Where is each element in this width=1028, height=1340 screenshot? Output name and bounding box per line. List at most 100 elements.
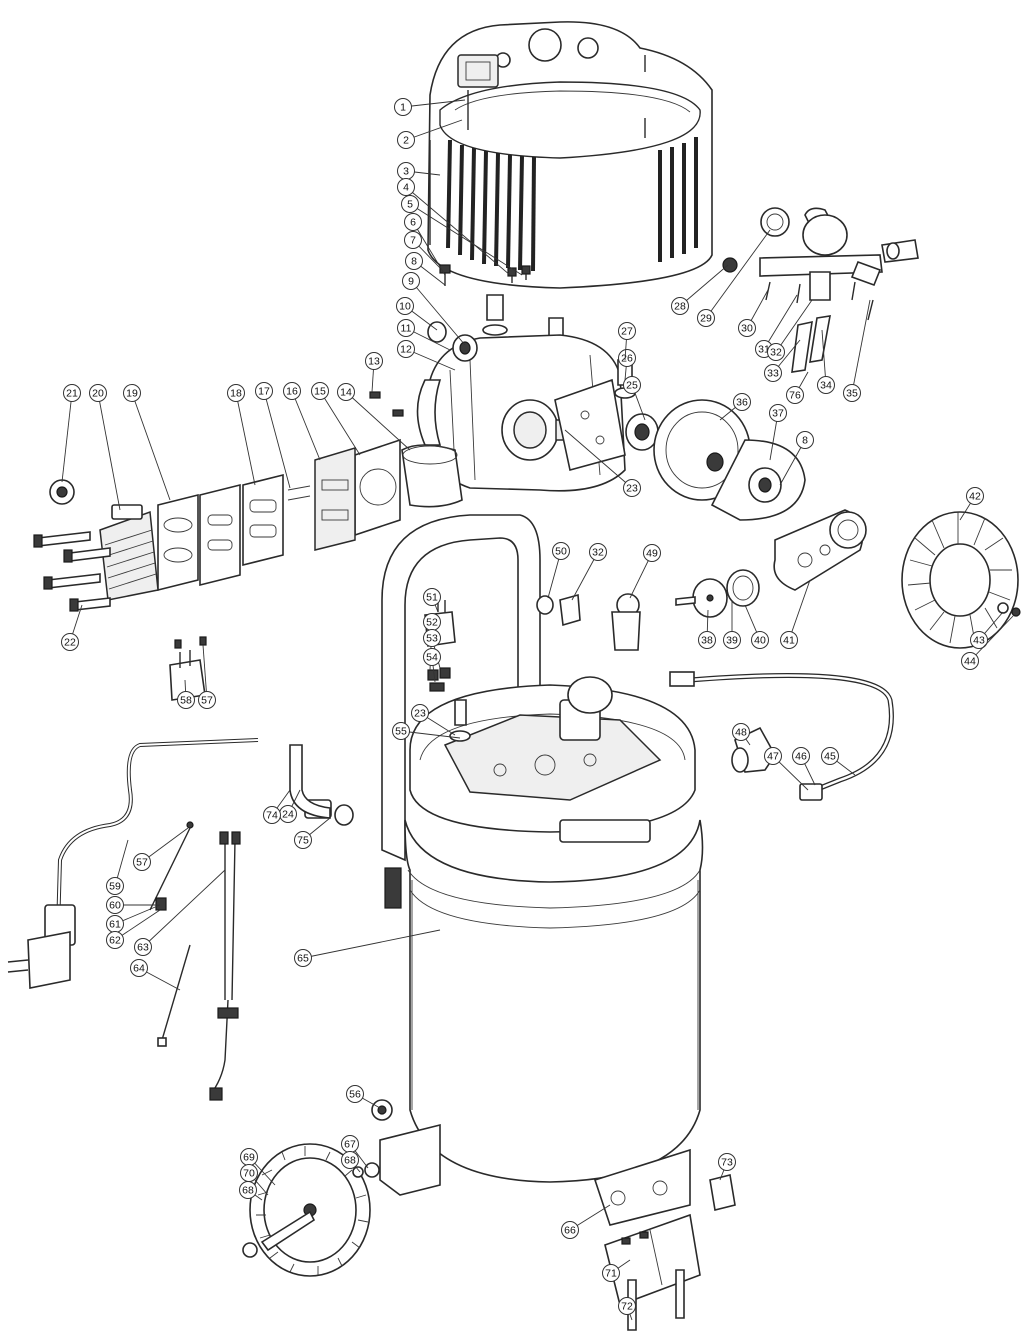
callout-54: 54 [423,648,441,683]
callout-60: 60 [106,896,160,914]
callout-63: 63 [134,869,226,956]
callout-circle [61,633,79,651]
callout-number: 46 [795,751,807,763]
callout-circle [240,1164,258,1182]
wheel [242,1143,371,1277]
callout-circle [89,384,107,402]
callout-17: 17 [255,382,291,489]
callout-circle [618,322,636,340]
callout-circle [397,178,415,196]
callout-circle [423,588,441,606]
callout-circle [738,319,756,337]
callout-33: 33 [764,339,801,382]
callout-number: 74 [266,810,278,822]
callout-6: 6 [404,213,446,276]
callout-number: 73 [721,1157,733,1169]
callout-75: 75 [294,817,331,849]
callout-72: 72 [618,1297,636,1321]
callout-number: 63 [137,942,149,954]
callout-20: 20 [89,384,121,511]
callout-number: 33 [767,368,779,380]
callout-circle [227,384,245,402]
callout-circle [106,931,124,949]
callout-number: 28 [674,301,686,313]
callout-circle [697,309,715,327]
callout-circle [623,376,641,394]
callout-40: 40 [744,604,769,649]
callout-circle [134,938,152,956]
callout-circle [63,384,81,402]
callout-leader [97,392,121,511]
callout-number: 50 [555,546,567,558]
callout-number: 57 [136,857,148,869]
callout-number: 11 [401,323,412,335]
callout-leader [345,391,411,451]
callout-leader [235,392,256,486]
callout-number: 72 [621,1301,633,1313]
callout-number: 62 [109,935,121,947]
callout-circle [294,949,312,967]
callout-number: 66 [564,1225,576,1237]
callout-number: 43 [973,635,985,647]
callout-number: 18 [230,388,242,400]
callout-14: 14 [337,383,411,451]
callout-circle [397,319,415,337]
callout-number: 71 [605,1268,617,1280]
callout-number: 1 [400,102,406,114]
callout-number: 37 [772,408,784,420]
callout-number: 45 [824,751,836,763]
callout-number: 65 [297,953,309,965]
callout-47: 47 [764,747,809,791]
callout-circle [733,393,751,411]
callout-1: 1 [394,98,466,116]
callout-leader [851,299,871,394]
callout-circle [561,1221,579,1239]
callout-number: 55 [395,726,407,738]
callout-number: 68 [344,1155,356,1167]
callout-circle [263,806,281,824]
callout-16: 16 [283,382,321,461]
callout-number: 23 [626,483,638,495]
callout-leader [291,390,321,461]
callout-number: 6 [410,217,416,229]
callout-49: 49 [629,544,661,599]
callout-number: 10 [399,301,411,313]
callout-leader [412,221,446,276]
callout-number: 54 [426,652,438,664]
callout-39: 39 [723,600,741,649]
callout-22: 22 [61,604,83,651]
callout-circle [401,195,419,213]
callout-number: 13 [368,356,380,368]
callout-42: 42 [959,487,984,521]
callout-circle [589,543,607,561]
callout-number: 7 [410,235,416,247]
callout-circle [198,691,216,709]
bearing-set-left [369,321,478,417]
callout-number: 47 [767,751,779,763]
callout-66: 66 [561,1204,611,1239]
callout-number: 32 [770,347,782,359]
callout-25: 25 [623,376,646,421]
callout-59: 59 [106,839,129,895]
callout-19: 19 [123,384,171,501]
callout-number: 41 [783,635,795,647]
callout-26: 26 [618,349,636,381]
callout-circle [796,431,814,449]
callout-circle [698,631,716,649]
callout-circle [786,386,804,404]
callout-leader [969,614,1015,662]
callout-68: 68 [239,1181,263,1201]
callout-circle [792,747,810,765]
callout-number: 49 [646,548,658,560]
callout-number: 8 [411,256,417,268]
callout-18: 18 [227,384,256,486]
callout-36: 36 [719,393,751,421]
callout-number: 38 [701,635,713,647]
callout-number: 25 [626,380,638,392]
callout-number: 58 [180,695,192,707]
callout-32: 32 [571,543,607,601]
callout-circle [718,1153,736,1171]
callout-50: 50 [547,542,570,599]
cylinder-stack [33,438,463,612]
top-shroud [427,21,713,289]
